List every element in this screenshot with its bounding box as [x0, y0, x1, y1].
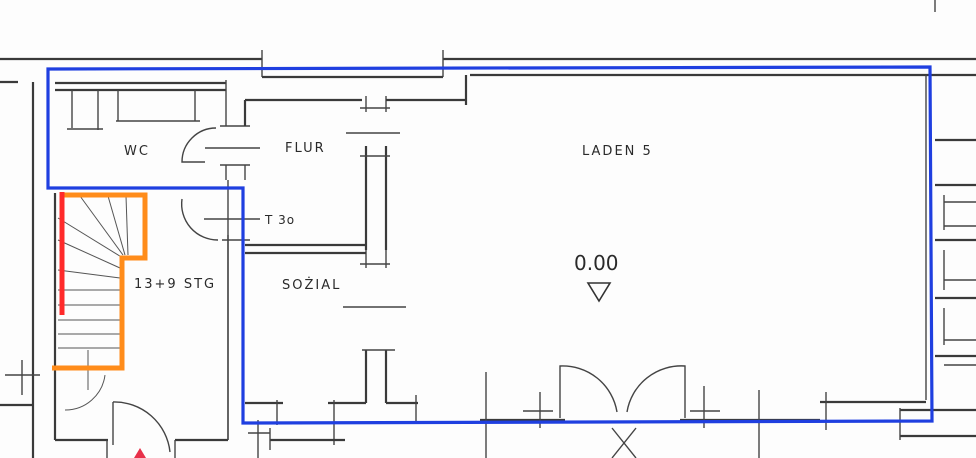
- level-value: 0.00: [574, 251, 619, 275]
- room-label-sozial: SOŻIAL: [282, 277, 341, 293]
- stair-treads: [57, 195, 129, 411]
- stair-outline: [52, 192, 148, 371]
- room-label-laden: LADEN 5: [582, 144, 653, 159]
- sozial-walls: [245, 306, 418, 458]
- room-label-wc: WC: [124, 144, 150, 159]
- laden-walls: [480, 75, 976, 458]
- level-triangle-icon: [586, 282, 612, 303]
- door-tag: T 3o: [264, 213, 295, 227]
- stair-label: 13+9 STG: [134, 277, 216, 292]
- wc-walls: [55, 75, 468, 180]
- stair-hall: [52, 180, 229, 458]
- area-outline: [46, 65, 934, 425]
- entrance-marker-icon: [134, 448, 146, 458]
- room-label-flur: FLUR: [285, 141, 326, 156]
